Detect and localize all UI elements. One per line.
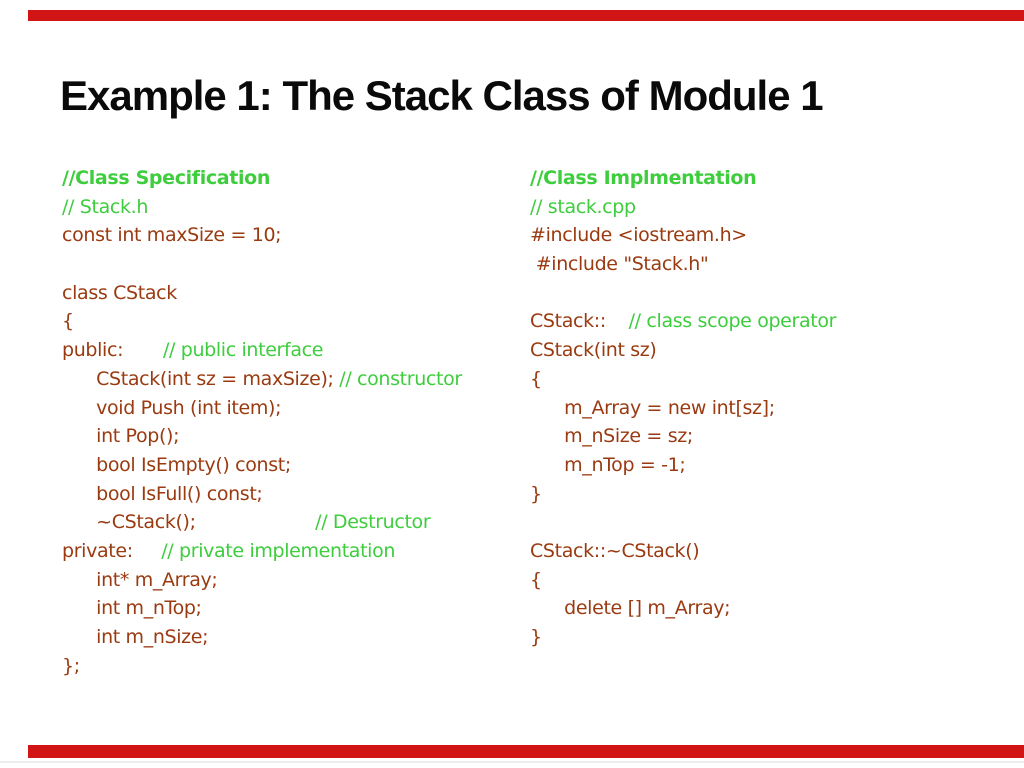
page-edge-line [0, 761, 1024, 763]
code-line: { [530, 365, 1000, 394]
accent-bar-bottom [28, 745, 1024, 758]
code-segment: void Push (int item); [62, 396, 282, 419]
comment-segment: // constructor [339, 367, 462, 390]
code-line: #include <iostream.h> [530, 221, 1000, 250]
code-line: void Push (int item); [62, 394, 532, 423]
code-line: CStack::~CStack() [530, 537, 1000, 566]
code-line: CStack(int sz) [530, 336, 1000, 365]
code-line: delete [] m_Array; [530, 594, 1000, 623]
code-segment: int m_nSize; [62, 626, 209, 648]
comment-segment: // Stack.h [62, 195, 149, 218]
code-segment: CStack:: [530, 310, 606, 333]
comment-segment: // private implementation [132, 539, 396, 562]
code-line: ~CStack(); // Destructor [62, 508, 532, 537]
code-line: // stack.cpp [530, 193, 1000, 222]
code-line: private: // private implementation [62, 537, 532, 566]
code-line: int m_nTop; [62, 594, 532, 623]
code-segment: #include "Stack.h" [530, 253, 709, 276]
code-segment: } [530, 626, 542, 648]
code-line: //Class Implmentation [530, 164, 1000, 193]
comment-segment: // class scope operator [605, 310, 837, 333]
code-line: m_nTop = -1; [530, 451, 1000, 480]
code-segment: bool IsFull() const; [62, 482, 263, 505]
code-segment: class CStack [62, 281, 177, 304]
comment-segment: // public interface [123, 339, 324, 362]
code-line-blank [62, 250, 532, 279]
code-line: bool IsFull() const; [62, 480, 532, 509]
code-segment: CStack(int sz = maxSize); [62, 367, 340, 390]
code-line: bool IsEmpty() const; [62, 451, 532, 480]
code-line: int* m_Array; [62, 566, 532, 595]
code-segment: int* m_Array; [62, 568, 218, 591]
code-line: CStack(int sz = maxSize); // constructor [62, 365, 532, 394]
code-column-class-specification: //Class Specification // Stack.h const int… [62, 164, 532, 680]
code-line: class CStack [62, 279, 532, 308]
code-line: { [62, 307, 532, 336]
accent-bar-top [28, 10, 1024, 21]
code-segment: { [530, 568, 542, 591]
code-segment: ~CStack(); [62, 511, 196, 534]
code-segment: m_nSize = sz; [530, 425, 693, 448]
code-line: { [530, 566, 1000, 595]
code-line: } [530, 623, 1000, 652]
code-line: public: // public interface [62, 336, 532, 365]
code-segment: const int maxSize = 10; [62, 224, 282, 247]
code-segment: delete [] m_Array; [530, 597, 731, 620]
code-line: m_nSize = sz; [530, 422, 1000, 451]
code-line: const int maxSize = 10; [62, 221, 532, 250]
code-line: m_Array = new int[sz]; [530, 394, 1000, 423]
code-segment: int Pop(); [62, 425, 180, 448]
comment-segment: //Class Specification [62, 167, 271, 189]
code-segment: int m_nTop; [62, 597, 202, 620]
code-line: // Stack.h [62, 193, 532, 222]
code-column-class-implementation: //Class Implmentation // stack.cpp #includ… [530, 164, 1000, 652]
code-segment: m_Array = new int[sz]; [530, 396, 775, 419]
code-segment: public: [62, 339, 124, 362]
code-line: #include "Stack.h" [530, 250, 1000, 279]
comment-segment: // Destructor [195, 511, 431, 534]
code-segment: CStack::~CStack() [530, 539, 700, 562]
code-segment: m_nTop = -1; [530, 453, 686, 476]
code-line: CStack:: // class scope operator [530, 307, 1000, 336]
code-line-blank [530, 508, 1000, 537]
code-segment: }; [62, 654, 80, 677]
code-segment: CStack(int sz) [530, 339, 657, 362]
code-segment: { [530, 367, 542, 390]
code-line: }; [62, 652, 532, 681]
code-line-blank [530, 279, 1000, 308]
code-line: //Class Specification [62, 164, 532, 193]
code-line: int Pop(); [62, 422, 532, 451]
code-segment: { [62, 310, 74, 333]
code-segment: #include <iostream.h> [530, 224, 747, 247]
code-segment: private: [62, 539, 133, 562]
comment-segment: //Class Implmentation [530, 167, 757, 189]
code-line: int m_nSize; [62, 623, 532, 652]
slide-title: Example 1: The Stack Class of Module 1 [60, 72, 824, 119]
code-segment: bool IsEmpty() const; [62, 453, 291, 476]
code-line: } [530, 480, 1000, 509]
code-segment: } [530, 482, 542, 505]
comment-segment: // stack.cpp [530, 195, 636, 218]
